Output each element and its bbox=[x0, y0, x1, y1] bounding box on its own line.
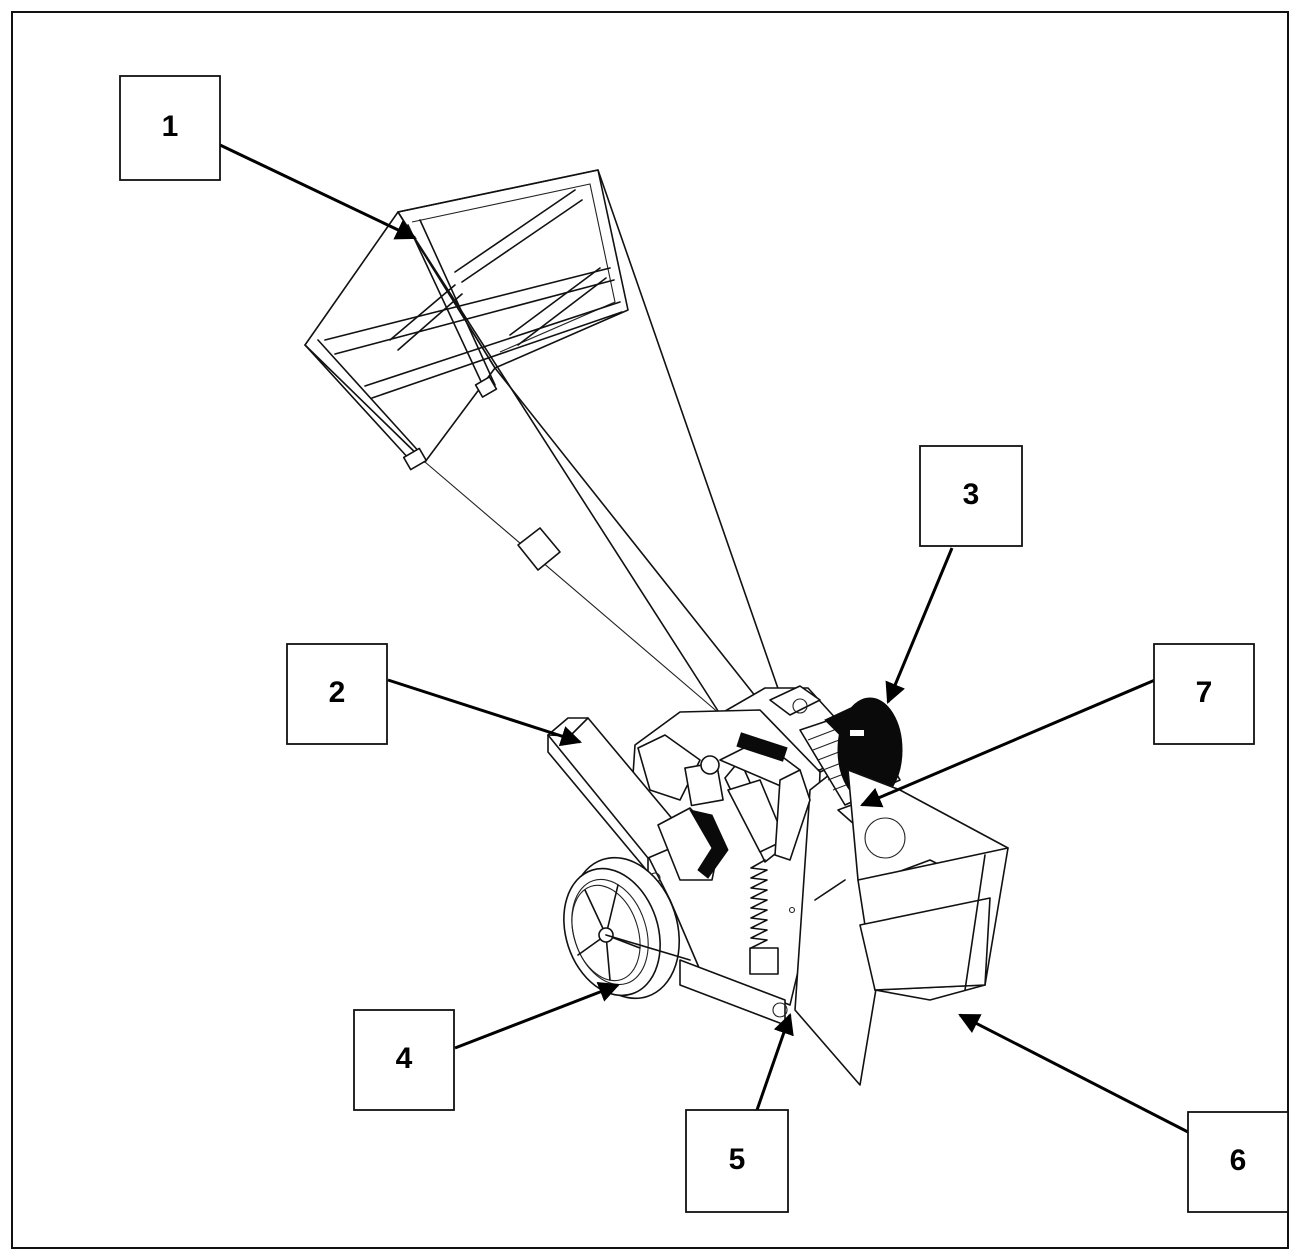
callout-2-label: 2 bbox=[329, 676, 346, 709]
leader-arrow-5 bbox=[755, 1013, 794, 1111]
leader-arrow-3 bbox=[885, 547, 954, 704]
callout-5-label: 5 bbox=[729, 1143, 746, 1176]
callout-2: 2 bbox=[286, 643, 388, 745]
wheel bbox=[563, 856, 691, 1000]
callout-1: 1 bbox=[119, 75, 221, 181]
leader-arrow-4 bbox=[454, 982, 620, 1050]
callout-6-label: 6 bbox=[1230, 1144, 1247, 1177]
callout-3: 3 bbox=[919, 445, 1023, 547]
callout-6: 6 bbox=[1187, 1111, 1289, 1213]
handle-and-spring bbox=[657, 732, 811, 949]
callout-4-label: 4 bbox=[396, 1042, 413, 1075]
spring bbox=[750, 859, 768, 949]
discharge-chute bbox=[857, 847, 1009, 1001]
callout-3-label: 3 bbox=[963, 478, 980, 511]
callout-5: 5 bbox=[685, 1109, 789, 1213]
callout-7-label: 7 bbox=[1196, 676, 1213, 709]
leader-arrows bbox=[219, 143, 1189, 1134]
leader-arrow-2 bbox=[387, 678, 582, 747]
callout-4: 4 bbox=[353, 1009, 455, 1111]
callout-1-label: 1 bbox=[162, 110, 179, 143]
side-feed-chute bbox=[547, 717, 724, 873]
hopper-chute bbox=[304, 169, 783, 715]
leader-arrow-1 bbox=[219, 143, 417, 240]
diagram-frame bbox=[11, 11, 1289, 1249]
callout-7: 7 bbox=[1153, 643, 1255, 745]
leader-arrow-6 bbox=[958, 1013, 1189, 1134]
leader-arrow-7 bbox=[860, 678, 1156, 808]
